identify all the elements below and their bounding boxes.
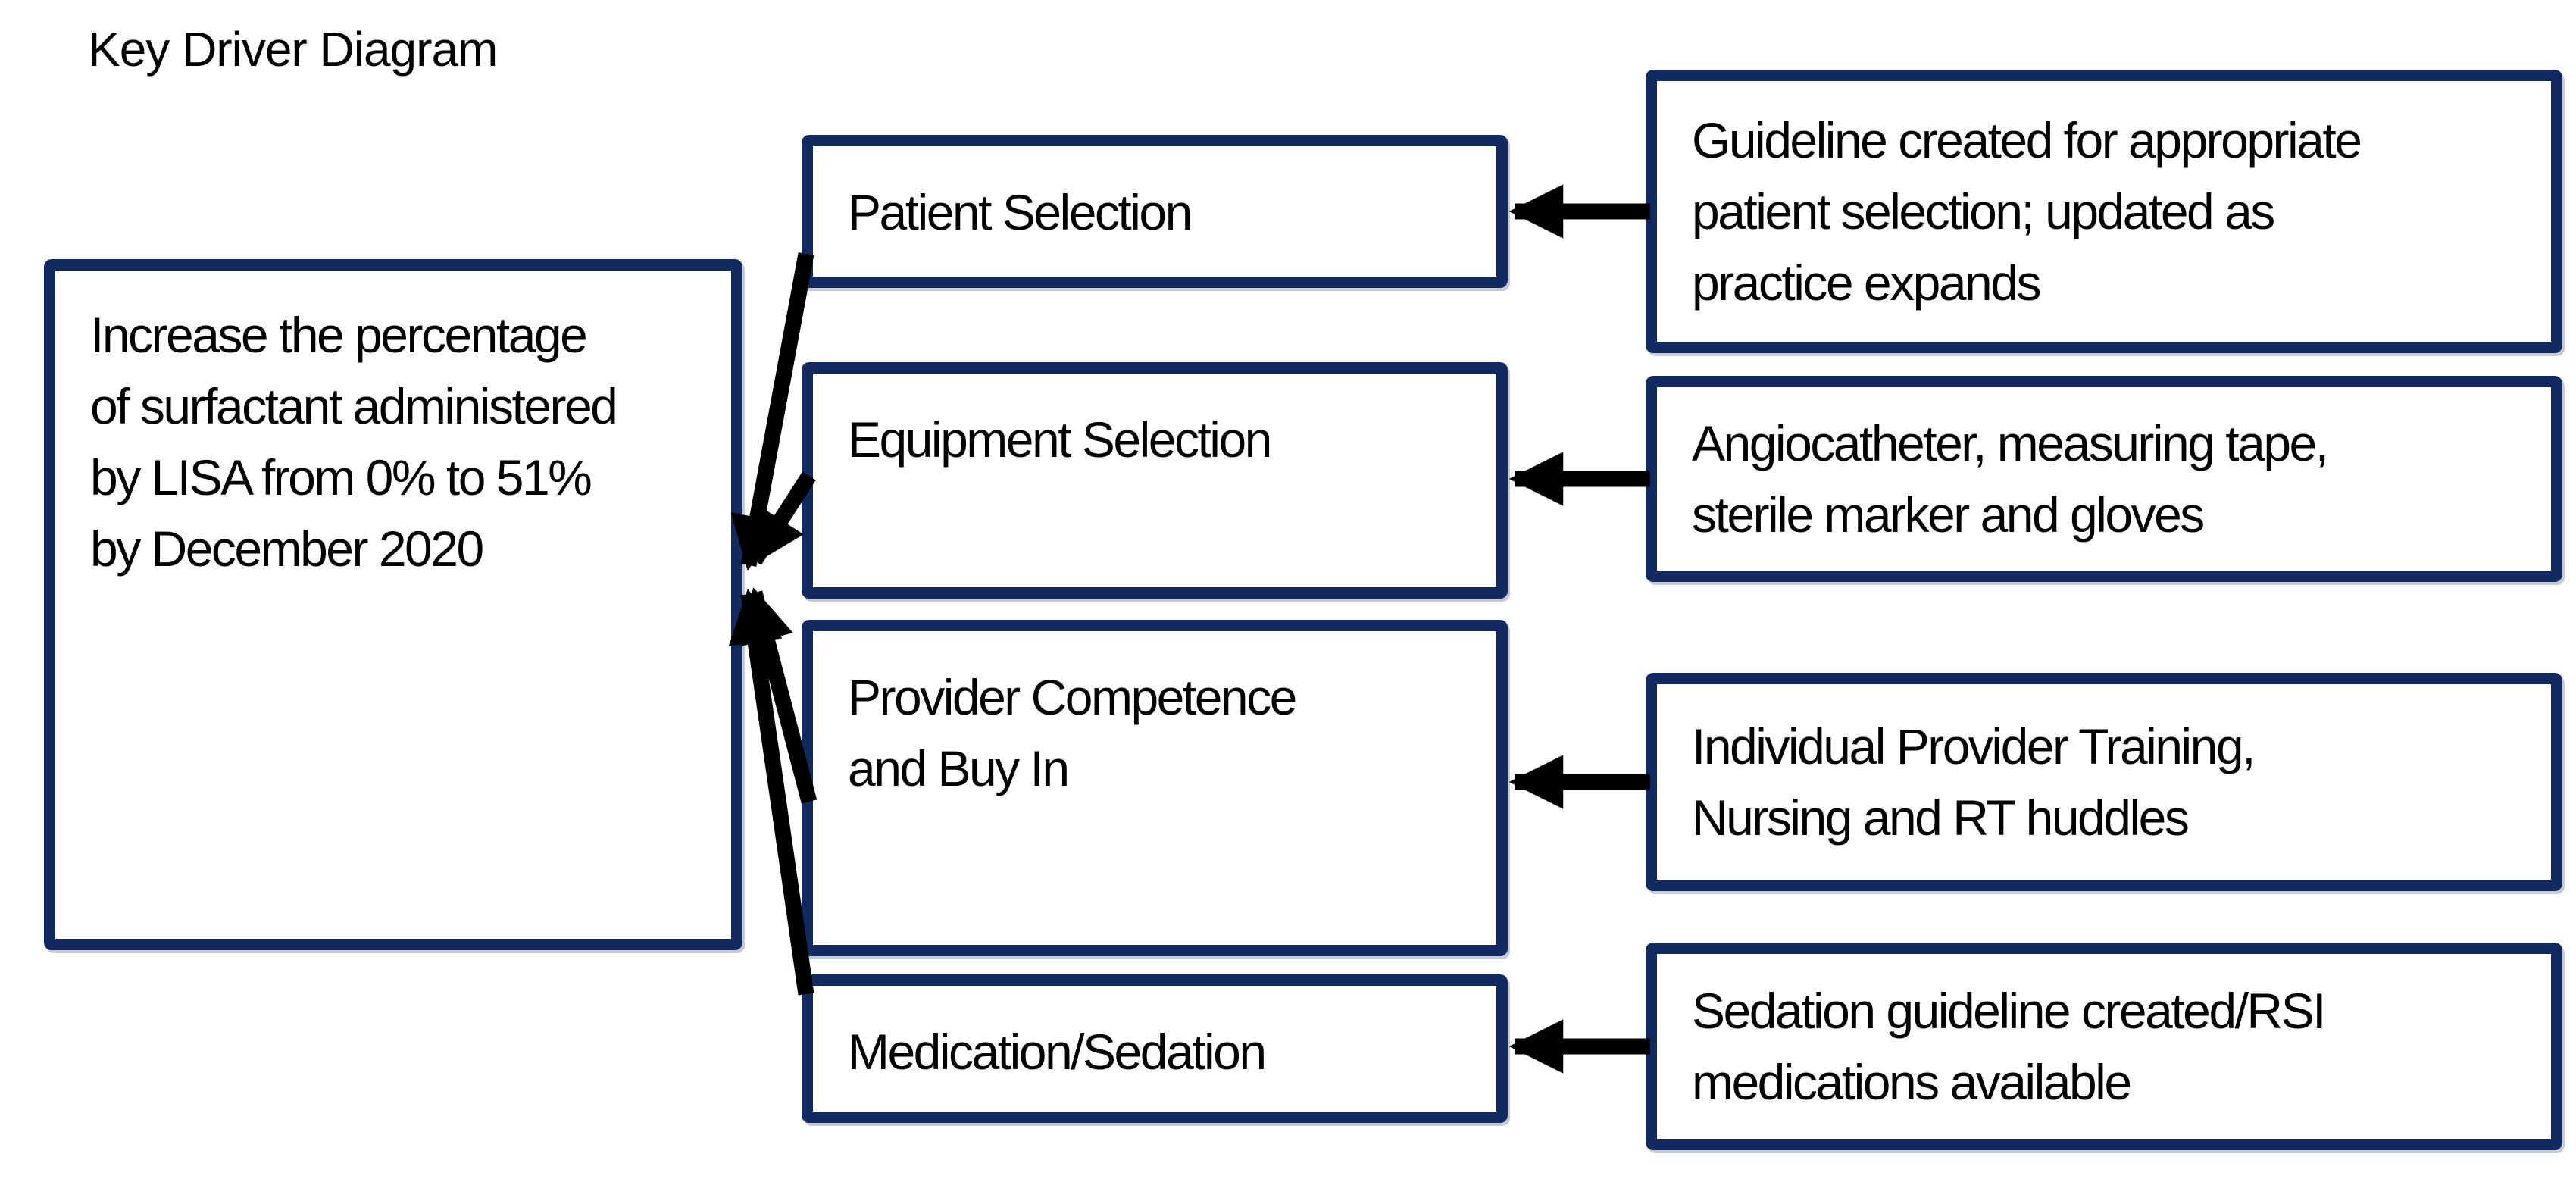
intervention-text: Guideline created for appropriate patien… [1692,112,2362,311]
intervention-box-sedation: Sedation guideline created/RSI medicatio… [1646,943,2562,1150]
arrow-driver-patient-selection-to-goal [730,252,814,571]
intervention-text: Individual Provider Training, Nursing an… [1692,718,2256,846]
driver-label: Equipment Selection [848,411,1272,468]
intervention-box-guideline: Guideline created for appropriate patien… [1646,70,2562,353]
driver-label: Provider Competence and Buy In [848,669,1297,796]
driver-box-equipment-selection: Equipment Selection [802,362,1508,599]
goal-box: Increase the percentage of surfactant ad… [44,259,742,950]
goal-text: Increase the percentage of surfactant ad… [90,307,618,577]
driver-box-provider-competence: Provider Competence and Buy In [802,620,1508,956]
driver-label: Medication/Sedation [848,1024,1267,1080]
diagram-title: Key Driver Diagram [88,22,498,77]
intervention-box-training: Individual Provider Training, Nursing an… [1646,673,2562,891]
arrow-driver-medication-sedation-to-goal [728,588,814,996]
driver-box-medication-sedation: Medication/Sedation [802,974,1508,1123]
intervention-box-equipment: Angiocatheter, measuring tape, sterile m… [1646,376,2562,582]
driver-box-patient-selection: Patient Selection [802,135,1508,288]
driver-label: Patient Selection [848,184,1193,240]
intervention-text: Sedation guideline created/RSI medicatio… [1692,983,2326,1110]
intervention-text: Angiocatheter, measuring tape, sterile m… [1692,415,2329,543]
